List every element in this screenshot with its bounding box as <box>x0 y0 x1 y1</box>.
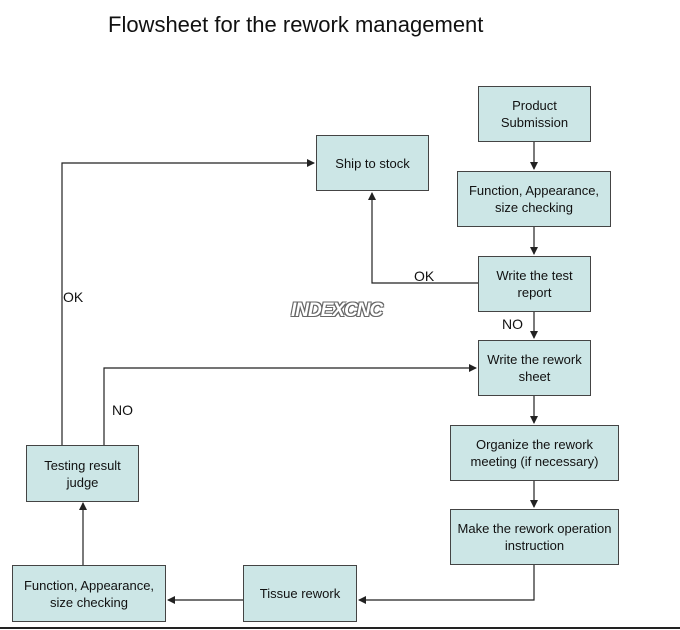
label-ok-report: OK <box>414 268 435 284</box>
page-title: Flowsheet for the rework management <box>108 12 484 37</box>
node-write-test-report: Write the test report <box>478 256 591 312</box>
node-organize-meeting: Organize the rework meeting (if necessar… <box>450 425 619 481</box>
label-ok-judge: OK <box>63 289 84 305</box>
node-ship-to-stock: Ship to stock <box>316 135 429 191</box>
arrow-judge-ok-to-ship <box>61 159 315 445</box>
node-testing-result-judge: Testing result judge <box>26 445 139 502</box>
node-make-instruction: Make the rework operation instruction <box>450 509 619 565</box>
bottom-divider <box>0 627 680 629</box>
label-no-judge: NO <box>112 402 133 418</box>
label-no-report: NO <box>502 316 523 332</box>
arrow-instruction-to-tissue <box>358 565 535 604</box>
arrow-judge-no-to-sheet <box>103 364 477 445</box>
node-function-check-top: Function, Appearance, size checking <box>457 171 611 227</box>
node-function-check-bottom: Function, Appearance, size checking <box>12 565 166 622</box>
node-tissue-rework: Tissue rework <box>243 565 357 622</box>
watermark-logo: INDEXCNC <box>291 300 383 321</box>
arrow-report-ok-to-ship <box>368 192 478 284</box>
node-product-submission: Product Submission <box>478 86 591 142</box>
node-write-rework-sheet: Write the rework sheet <box>478 340 591 396</box>
